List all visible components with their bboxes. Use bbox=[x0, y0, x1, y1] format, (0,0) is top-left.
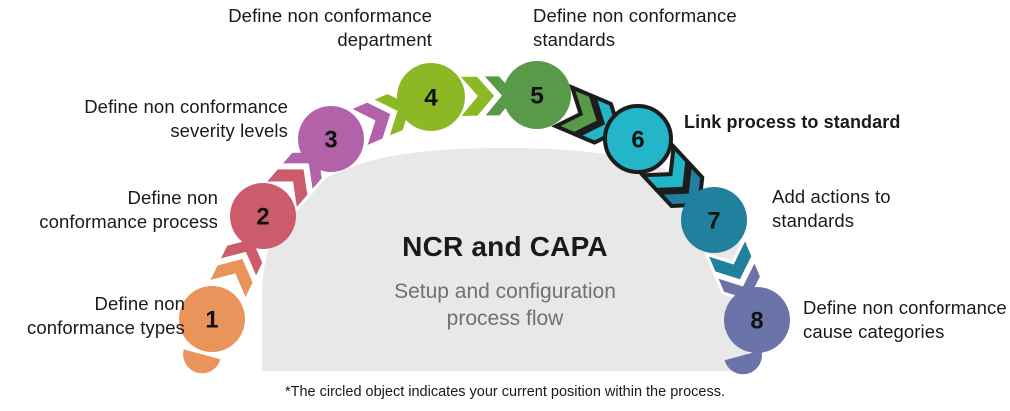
step-number: 1 bbox=[205, 307, 218, 334]
step-label-2: Define non conformance process bbox=[39, 187, 218, 233]
step-circles: 1 2 3 4 5 6 7 8 bbox=[179, 61, 790, 353]
step-label-4: Define non conformance department bbox=[228, 5, 432, 51]
step-label-5: Define non conformance standards bbox=[533, 5, 737, 51]
step-number: 7 bbox=[707, 208, 720, 235]
step-label-7: Add actions to standards bbox=[772, 186, 891, 232]
step-number: 3 bbox=[324, 127, 337, 154]
step-circle-6[interactable]: 6 bbox=[603, 104, 673, 174]
center-title: NCR and CAPA bbox=[402, 231, 608, 262]
connector-arrow bbox=[204, 235, 266, 305]
step-label-3: Define non conformance severity levels bbox=[84, 96, 288, 142]
connector-arrow bbox=[638, 142, 705, 209]
step-number: 2 bbox=[256, 204, 269, 231]
step-circle-1[interactable]: 1 bbox=[179, 286, 245, 352]
step-circle-8[interactable]: 8 bbox=[724, 287, 790, 353]
connector-arrows bbox=[204, 73, 764, 305]
step-circle-2[interactable]: 2 bbox=[230, 183, 296, 249]
step-number: 4 bbox=[424, 85, 438, 112]
step-number: 8 bbox=[750, 308, 763, 335]
step-circle-5[interactable]: 5 bbox=[503, 61, 571, 129]
step-label-6: Link process to standard bbox=[684, 112, 901, 132]
footnote: *The circled object indicates your curre… bbox=[284, 384, 726, 400]
step-number: 5 bbox=[530, 83, 544, 110]
step-circle-7[interactable]: 7 bbox=[681, 187, 747, 253]
tail-stub bbox=[724, 350, 762, 375]
step-label-1: Define non conformance types bbox=[26, 293, 185, 339]
tail-shapes bbox=[183, 349, 762, 375]
tail-stub bbox=[183, 349, 221, 374]
step-circle-3[interactable]: 3 bbox=[298, 106, 364, 172]
center-subtitle: Setup and configuration process flow bbox=[394, 280, 616, 330]
step-label-8: Define non conformance cause categories bbox=[803, 297, 1007, 343]
step-number: 6 bbox=[631, 127, 644, 154]
center-dome bbox=[262, 148, 748, 371]
step-circle-4[interactable]: 4 bbox=[397, 63, 465, 131]
